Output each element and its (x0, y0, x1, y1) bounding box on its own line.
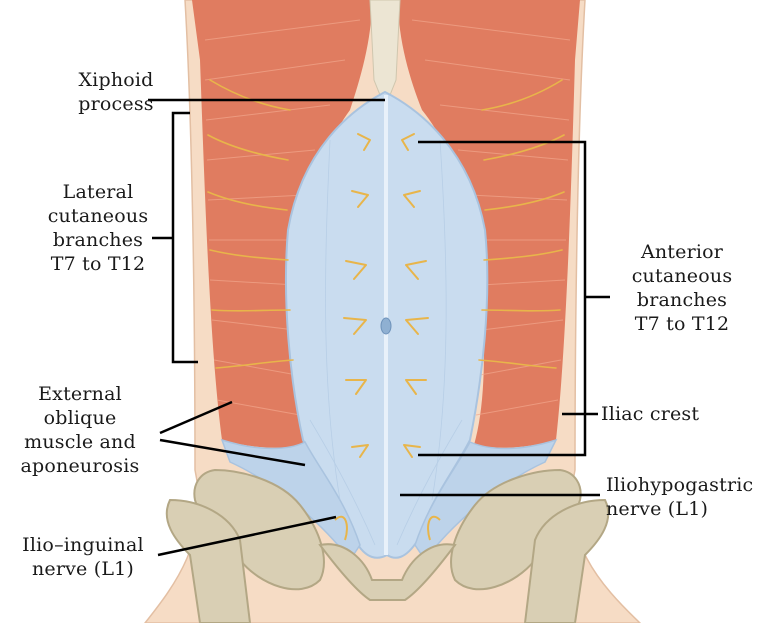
label-line: Ilio–inguinal (8, 533, 158, 557)
label-line: Lateral (38, 180, 158, 204)
label-line: aponeurosis (5, 454, 155, 478)
label-anterior-cutaneous: Anterior cutaneous branches T7 to T12 (612, 240, 752, 336)
label-line: cutaneous (38, 204, 158, 228)
label-external-oblique: External oblique muscle and aponeurosis (5, 382, 155, 478)
label-line: Iliohypogastric (606, 473, 766, 497)
label-line: External (5, 382, 155, 406)
label-line: oblique (5, 406, 155, 430)
label-line: nerve (L1) (606, 497, 766, 521)
label-line: Xiphoid (50, 68, 182, 92)
label-line: muscle and (5, 430, 155, 454)
label-line: T7 to T12 (38, 252, 158, 276)
label-lateral-cutaneous: Lateral cutaneous branches T7 to T12 (38, 180, 158, 276)
label-line: cutaneous (612, 264, 752, 288)
label-line: Anterior (612, 240, 752, 264)
umbilicus (381, 318, 391, 334)
label-xiphoid-process: Xiphoid process (50, 68, 182, 116)
label-line: branches (612, 288, 752, 312)
label-line: Iliac crest (601, 402, 751, 426)
label-line: T7 to T12 (612, 312, 752, 336)
label-line: process (50, 92, 182, 116)
label-line: branches (38, 228, 158, 252)
label-iliac-crest: Iliac crest (601, 402, 751, 426)
label-ilio-inguinal: Ilio–inguinal nerve (L1) (8, 533, 158, 581)
label-iliohypogastric: Iliohypogastric nerve (L1) (606, 473, 766, 521)
label-line: nerve (L1) (8, 557, 158, 581)
